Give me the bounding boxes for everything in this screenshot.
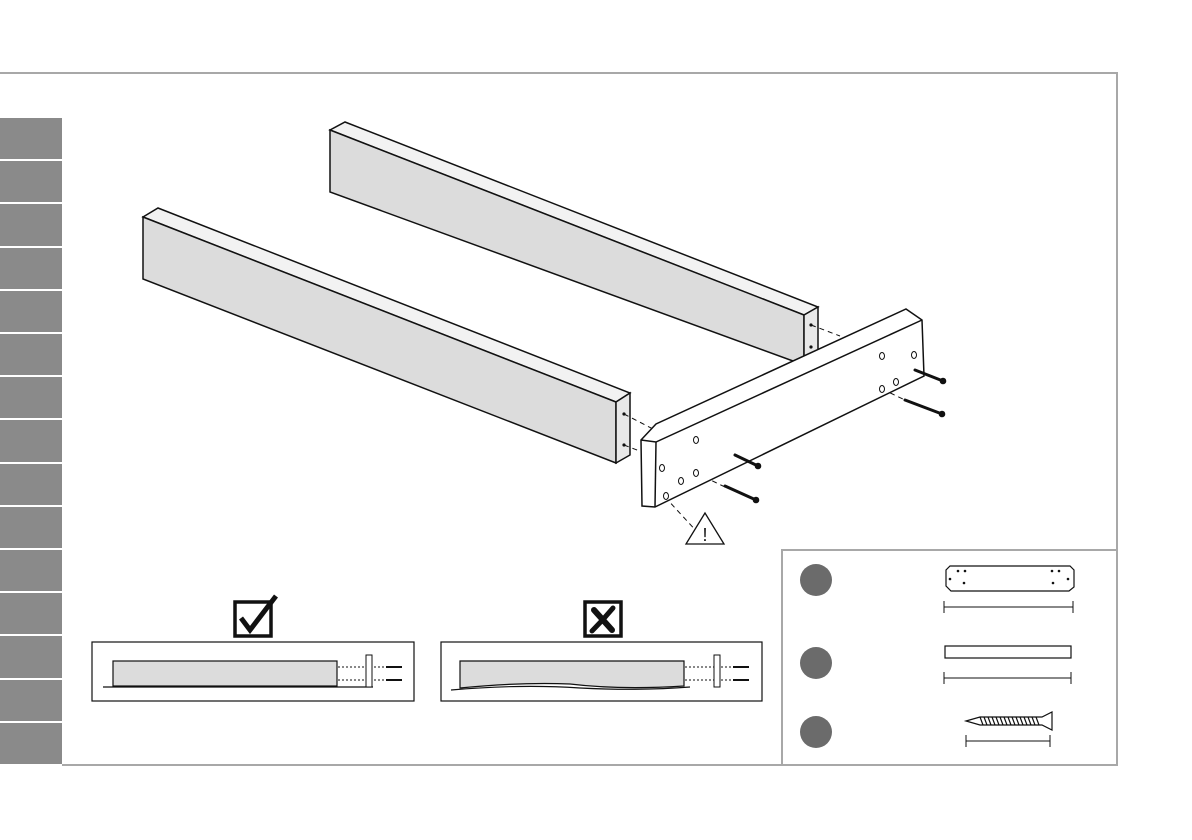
incorrect-example <box>441 602 762 701</box>
mounting-plate-icon <box>946 566 1074 591</box>
correct-example <box>92 596 414 701</box>
dimension-line <box>944 672 1071 684</box>
cross-box-icon <box>585 602 621 636</box>
warning-symbol: ! <box>702 525 707 545</box>
warning-icon: ! <box>686 513 724 545</box>
part-badge <box>800 564 832 596</box>
part-badge <box>800 647 832 679</box>
part-badge <box>800 716 832 748</box>
dimension-line <box>944 601 1073 613</box>
part-2 <box>800 646 1071 684</box>
checkmark-box-icon <box>235 596 276 636</box>
part-3 <box>800 712 1052 748</box>
screw-icon <box>966 712 1052 730</box>
rail-icon <box>945 646 1071 658</box>
parts-panel <box>782 550 1118 766</box>
part-1 <box>800 564 1074 613</box>
dimension-line <box>966 735 1050 747</box>
